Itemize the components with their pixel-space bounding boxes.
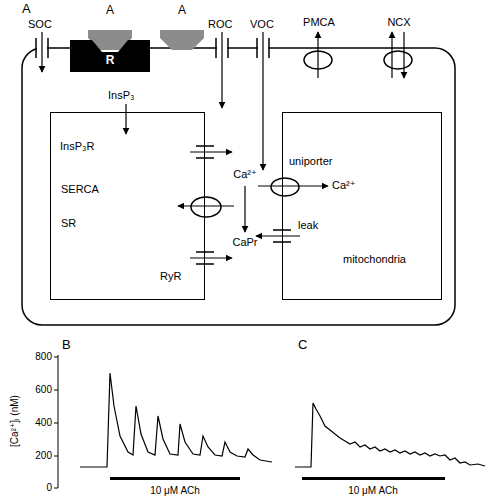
- insp3r-channel: [190, 146, 232, 158]
- axis-title: [Ca²⁺]ᵢ (nM): [9, 366, 23, 476]
- messenger-name: InsP₃: [108, 89, 135, 102]
- serca-pump-shape: [191, 197, 221, 217]
- agonist-ligand-label: A: [167, 4, 197, 18]
- pmca-pump-label: PMCA: [294, 16, 344, 29]
- pmca-efflux-arrow: [317, 32, 318, 78]
- receptor-label: R: [95, 54, 125, 68]
- transient-trace: [295, 403, 485, 467]
- ryr-channel: [190, 252, 232, 264]
- ion-label: Ca²⁺: [332, 179, 356, 192]
- tick-label: 400: [22, 417, 52, 429]
- ncx-exchanger-shape: [384, 51, 412, 69]
- receptor-shape: [70, 40, 150, 72]
- uniporter-arrow: [258, 185, 328, 186]
- pmca-pump-shape: [304, 51, 332, 69]
- receptor: R: [70, 40, 150, 72]
- channel-name: ROC: [208, 18, 232, 31]
- tick-label: 600: [22, 384, 52, 396]
- agonist-ligand-shape: [160, 30, 204, 50]
- uniporter-transporter-shape: [271, 178, 299, 196]
- cell-membrane: [22, 48, 455, 325]
- sr-compartment-label: SR: [61, 217, 76, 230]
- uniporter-transporter: uniporter: [265, 155, 355, 199]
- ion-label: Ca²⁺: [225, 168, 265, 181]
- oscillation-trace: [80, 373, 272, 467]
- y-axis: [54, 355, 58, 488]
- leak-channel: [256, 230, 300, 242]
- roc-channel: [216, 32, 228, 108]
- ncx-exchanger-label: NCX: [374, 16, 424, 29]
- channel-name: InsP₃R: [60, 140, 94, 153]
- stimulus-label: 10 μM ACh: [313, 485, 433, 497]
- buffering-arrow: [244, 186, 245, 232]
- voc-channel: [257, 32, 269, 170]
- ncx-efflux-arrow: [391, 32, 392, 78]
- pmca-pump: PMCA: [296, 12, 342, 72]
- stimulus-label: 10 μM ACh: [115, 485, 235, 497]
- ncx-influx-arrow: [403, 32, 404, 78]
- channel-name: leak: [298, 219, 318, 232]
- tick-label: 800: [22, 351, 52, 363]
- channel-name: VOC: [250, 18, 274, 31]
- soc-channel: [36, 32, 48, 72]
- tick-label: 0: [22, 482, 52, 494]
- panel-letter: A: [22, 2, 31, 17]
- insp3-arrow: [125, 104, 126, 134]
- panel-letter: C: [298, 338, 307, 353]
- agonist-ligand: A: [160, 4, 204, 52]
- mitochondrion: mitochondria uniporter: [282, 112, 442, 300]
- mitochondrion-label: mitochondria: [343, 253, 406, 266]
- uniporter-transporter-label: uniporter: [289, 155, 332, 168]
- agonist-ligand-label: A: [95, 4, 125, 18]
- ach-bar: [110, 477, 240, 480]
- serca-arrow: [178, 205, 234, 206]
- serca-pump-label: SERCA: [61, 183, 99, 196]
- channel-name: SOC: [28, 18, 52, 31]
- serca-pump: SERCA: [59, 183, 229, 223]
- channel-name: RyR: [160, 270, 181, 283]
- ach-bar: [302, 477, 445, 480]
- tick-label: 200: [22, 450, 52, 462]
- buffer-label: CaPr: [225, 236, 265, 249]
- panel-letter: B: [62, 338, 71, 353]
- ncx-exchanger: NCX: [376, 12, 422, 72]
